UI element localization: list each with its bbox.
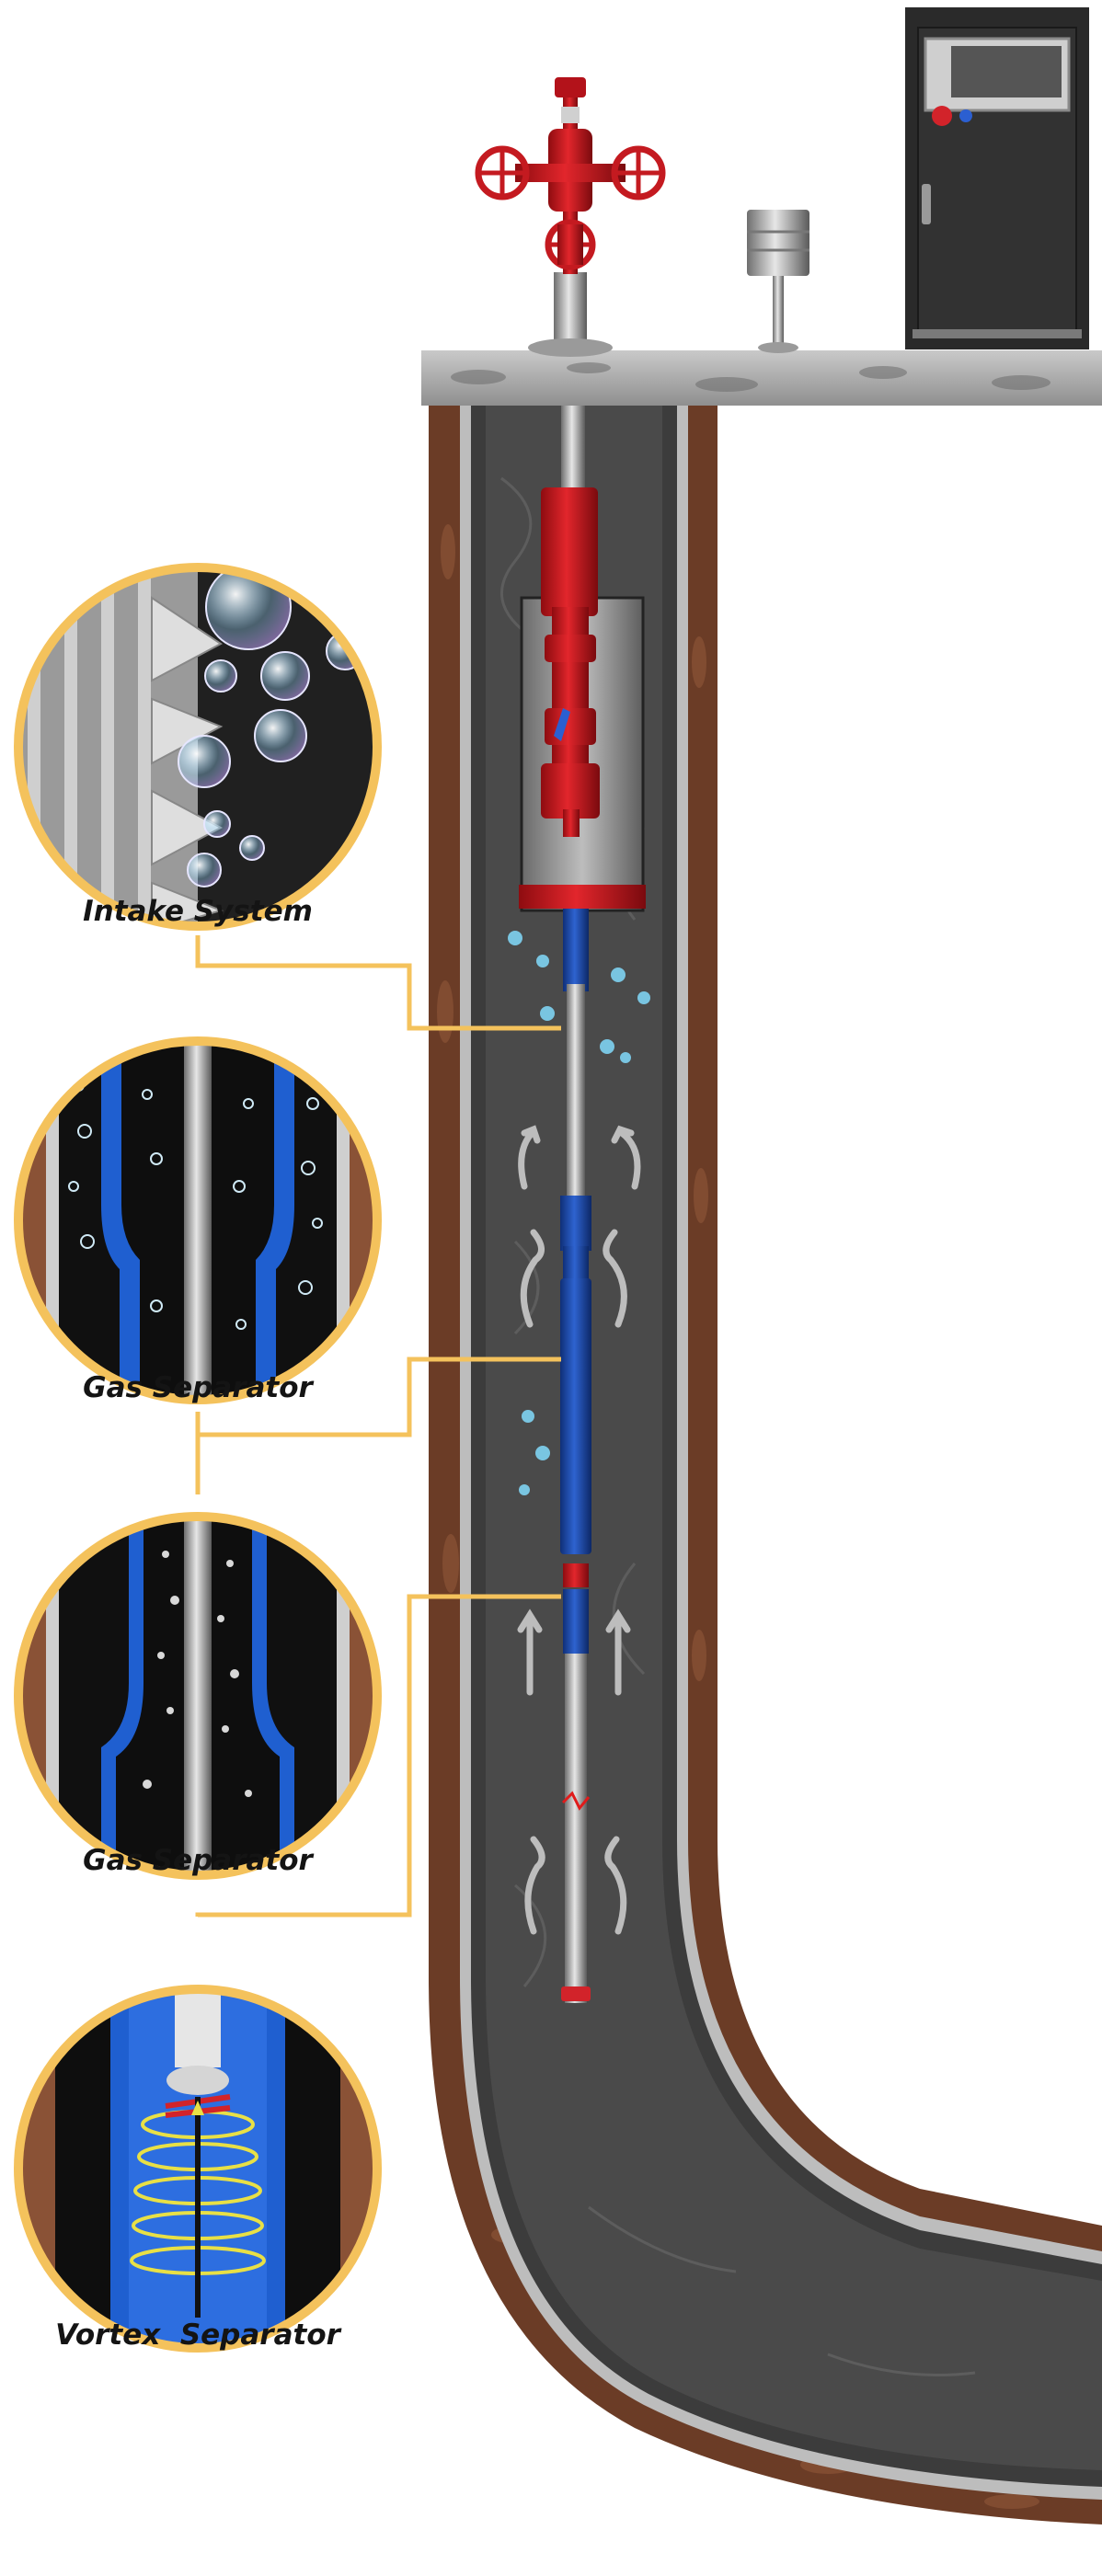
callout-gas-separator-2 <box>14 1512 382 1880</box>
motor-section <box>565 1654 587 2003</box>
gas-separator-icon <box>18 1041 377 1400</box>
callout-connectors <box>195 935 561 1918</box>
wellhead-icon <box>475 77 666 357</box>
callout-intake-system <box>14 563 382 931</box>
surface-equipment <box>421 7 1102 406</box>
intake-section <box>563 909 589 991</box>
callout-vortex-separator <box>14 1985 382 2353</box>
gas-separator-icon <box>18 1517 377 1875</box>
gas-separator-section <box>560 1196 591 1251</box>
callout-label-gas-separator-1: Gas Separator <box>83 1371 313 1404</box>
esp-string <box>519 406 646 2003</box>
pump-section <box>541 487 598 616</box>
junction-box-icon <box>747 210 809 353</box>
callout-label-vortex-separator: Vortex Separator <box>55 2318 340 2352</box>
surface-slab <box>421 350 1102 406</box>
vortex-separator-icon <box>18 1989 377 2348</box>
callout-label-gas-separator-2: Gas Separator <box>83 1844 313 1877</box>
gas-bubbles <box>508 931 650 1495</box>
wellbore <box>429 406 1102 2524</box>
flow-arrows <box>517 1125 641 1935</box>
control-panel-icon <box>905 7 1089 349</box>
callout-label-intake-system: Intake System <box>83 895 313 928</box>
callout-gas-separator-1 <box>14 1036 382 1404</box>
